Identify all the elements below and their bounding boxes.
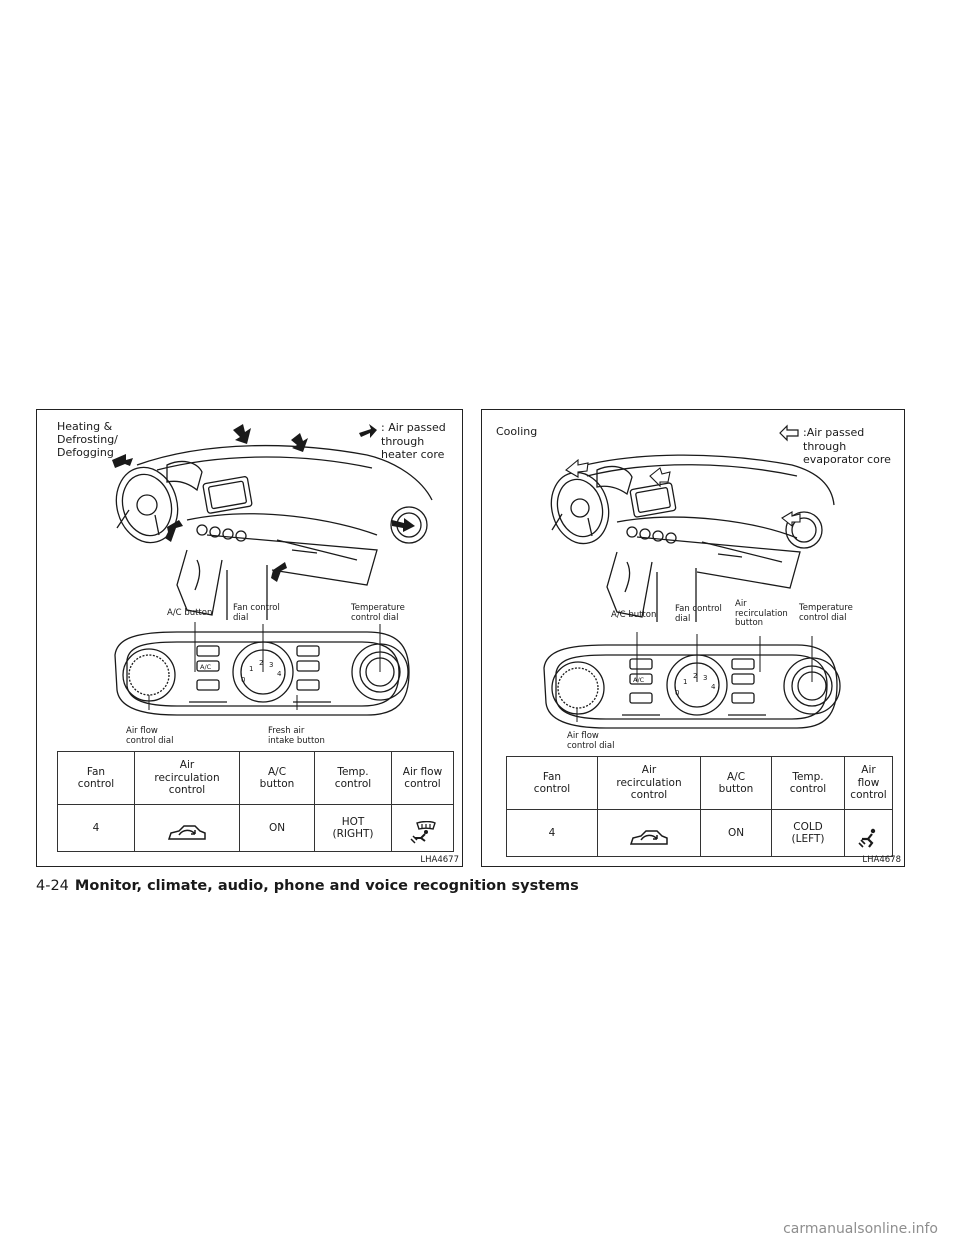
td-recirc: [134, 804, 240, 852]
td-airflow: [844, 809, 893, 857]
svg-text:3: 3: [269, 661, 273, 669]
outline-arrow-icon: [779, 424, 799, 442]
label-temp-dial: Temperature control dial: [799, 603, 853, 623]
figure-title: Cooling: [496, 425, 538, 438]
ac-button-text: A/C: [200, 663, 212, 671]
page-number: 4-24: [36, 878, 69, 894]
label-fan-dial: Fan control dial: [675, 604, 722, 624]
th-temp: Temp. control: [314, 751, 392, 805]
td-recirc: [597, 809, 701, 857]
td-temp: HOT (RIGHT): [314, 804, 392, 852]
legend-text: : Air passed through heater core: [381, 421, 446, 461]
label-airflow-dial: Air flow control dial: [567, 731, 615, 751]
td-ac: ON: [239, 804, 315, 852]
th-temp: Temp. control: [771, 756, 845, 810]
td-fan: 4: [506, 809, 598, 857]
td-airflow: [391, 804, 454, 852]
defrost-foot-airflow-icon: [409, 820, 436, 844]
th-fan: Fan control: [57, 751, 135, 805]
label-airflow-dial: Air flow control dial: [126, 726, 174, 746]
figure-code: LHA4678: [862, 855, 901, 865]
settings-table: Fan control Air recirculation control A/…: [57, 751, 454, 852]
svg-text:0: 0: [241, 676, 245, 684]
svg-text:4: 4: [277, 670, 282, 678]
section-title: Monitor, climate, audio, phone and voice…: [74, 878, 579, 894]
figure-title: Heating & Defrosting/ Defogging: [57, 420, 118, 459]
dashboard-illustration: A/C 0 1 2 3 4: [543, 454, 841, 729]
car-recirculation-icon: [629, 829, 668, 845]
figure-code: LHA4677: [420, 855, 459, 865]
svg-text:3: 3: [703, 674, 707, 682]
th-ac: A/C button: [700, 756, 772, 810]
td-temp: COLD (LEFT): [771, 809, 845, 857]
th-airflow: Air flow control: [844, 756, 893, 810]
th-airflow: Air flow control: [391, 751, 454, 805]
label-temp-dial: Temperature control dial: [351, 603, 405, 623]
svg-text:0: 0: [675, 689, 679, 697]
page-footer: 4-24 Monitor, climate, audio, phone and v…: [36, 878, 579, 894]
svg-text:2: 2: [693, 672, 697, 680]
svg-text:1: 1: [683, 678, 687, 686]
th-recirc: Air recirculation control: [134, 751, 240, 805]
label-fresh-air: Fresh air intake button: [268, 726, 325, 746]
foot-airflow-icon: [857, 828, 875, 848]
th-fan: Fan control: [506, 756, 598, 810]
ac-button-text: A/C: [633, 676, 645, 684]
solid-arrow-icon: [359, 424, 377, 438]
label-ac-button: A/C button: [611, 610, 657, 620]
th-ac: A/C button: [239, 751, 315, 805]
figure-heating: Heating & Defrosting/ Defogging : Air pa…: [36, 409, 463, 867]
car-recirculation-icon: [167, 824, 206, 840]
label-ac-button: A/C button: [167, 608, 213, 618]
svg-text:1: 1: [249, 665, 253, 673]
td-ac: ON: [700, 809, 772, 857]
figure-cooling: Cooling :Air passed through evaporator c…: [481, 409, 905, 867]
svg-text:2: 2: [259, 659, 263, 667]
watermark: carmanualsonline.info: [783, 1221, 938, 1237]
label-fan-dial: Fan control dial: [233, 603, 280, 623]
label-recirc-button: Air recirculation button: [735, 599, 788, 628]
th-recirc: Air recirculation control: [597, 756, 701, 810]
td-fan: 4: [57, 804, 135, 852]
settings-table: Fan control Air recirculation control A/…: [506, 756, 893, 857]
legend-text: :Air passed through evaporator core: [803, 426, 891, 466]
svg-text:4: 4: [711, 683, 716, 691]
dashboard-illustration: A/C 0 1 2 3 4: [112, 424, 433, 716]
